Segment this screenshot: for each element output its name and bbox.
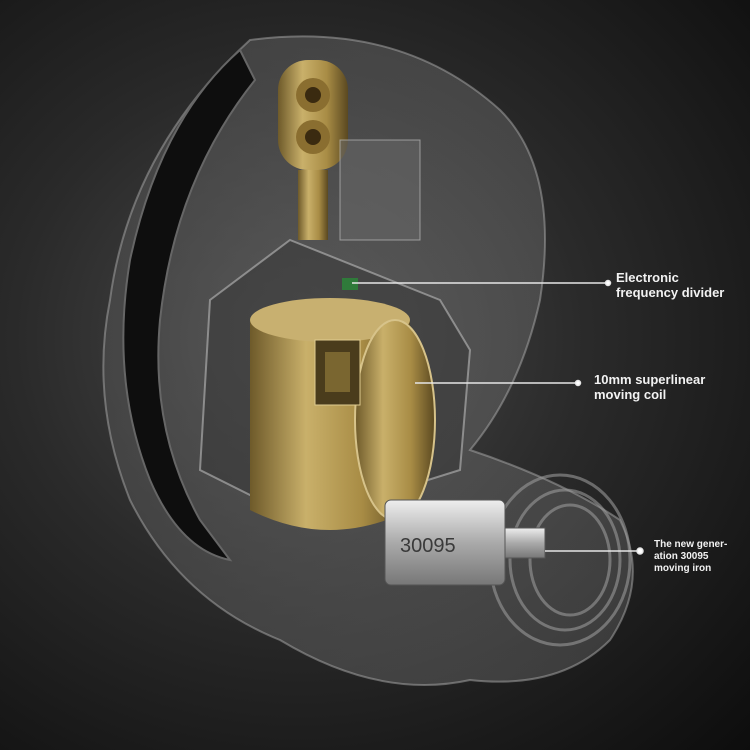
callout-text: moving iron: [654, 563, 712, 574]
callout-dot-armature: [636, 547, 644, 555]
frequency-divider: [342, 278, 358, 290]
callout-text: The new gener-: [654, 539, 728, 550]
callout-label-frequency-divider: Electronic frequency divider: [616, 270, 725, 301]
dynamic-driver: [250, 298, 436, 530]
cable-connector: [278, 60, 421, 241]
callout-dot-divider: [604, 279, 612, 287]
faceplate: [122, 48, 257, 562]
callout-dot-coil: [574, 379, 582, 387]
callout-label-moving-iron: The new gener- ation 30095 moving iron: [654, 539, 727, 575]
callout-text: Electronic: [616, 270, 679, 285]
callout-label-moving-coil: 10mm superlinear moving coil: [594, 372, 706, 403]
balanced-armature: 30095: [384, 499, 546, 586]
callout-text: 10mm superlinear: [594, 372, 706, 387]
callout-text: frequency divider: [616, 284, 725, 300]
component-marking: 30095: [400, 535, 456, 557]
callout-text: ation 30095: [654, 551, 709, 562]
callout-text: moving coil: [594, 386, 667, 402]
